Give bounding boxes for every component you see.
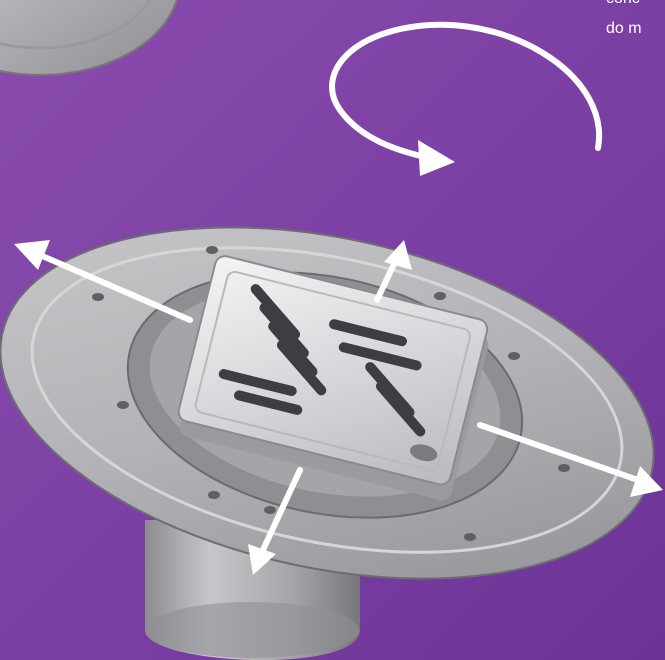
caption-line-1: conc [606,0,665,9]
caption-line-2: do m [606,19,665,39]
